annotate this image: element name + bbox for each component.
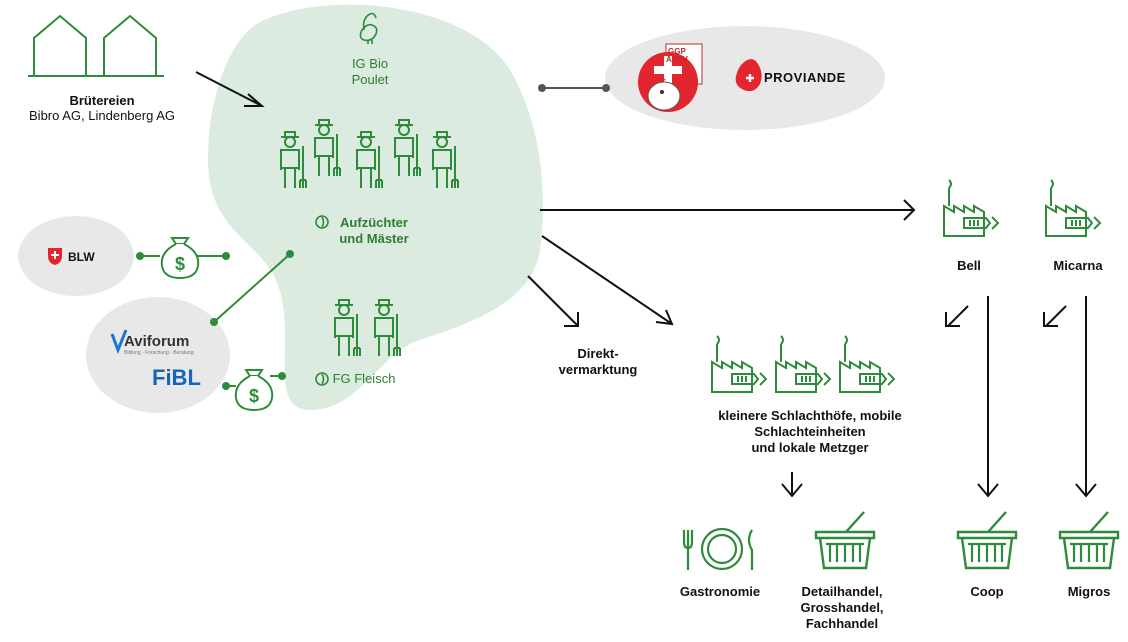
factory-icon-micarna bbox=[1045, 179, 1101, 237]
gastronomy-label: Gastronomie bbox=[679, 584, 761, 599]
arrow-to-direct bbox=[527, 275, 579, 327]
arrow-bell-down-left bbox=[945, 305, 969, 327]
fibl-label: FiBL bbox=[152, 365, 201, 390]
cutlery-plate-icon bbox=[682, 527, 754, 571]
swiss-shield-icon bbox=[48, 248, 62, 265]
factory-icon-small-3 bbox=[839, 335, 895, 393]
migros-label: Migros bbox=[1067, 584, 1111, 599]
blw-bubble bbox=[18, 216, 134, 296]
arrow-to-slaughter bbox=[540, 199, 916, 221]
connector-aviforum bbox=[213, 253, 291, 323]
chicken-icon bbox=[359, 12, 378, 44]
hatcheries-companies: Bibro AG, Lindenberg AG bbox=[29, 108, 175, 123]
ggp-aspv-logo bbox=[638, 43, 703, 112]
hatcheries-title: Brütereien bbox=[69, 93, 135, 108]
proviande-label: PROVIANDE bbox=[764, 70, 846, 85]
arrow-small-to-retail bbox=[781, 472, 803, 498]
arrow-micarna-down-left bbox=[1043, 305, 1067, 327]
producer-blob bbox=[208, 4, 543, 410]
blw-label: BLW bbox=[68, 250, 95, 264]
micarna-label: Micarna bbox=[1053, 258, 1103, 273]
money-bag-icon-fibl bbox=[234, 369, 274, 411]
retail-label: Detailhandel,Grosshandel,Fachhandel bbox=[800, 584, 884, 631]
research-bubble bbox=[86, 297, 230, 413]
aviforum-logo-mark bbox=[110, 329, 128, 355]
basket-icon-coop bbox=[956, 510, 1018, 570]
factory-icon-bell bbox=[943, 179, 999, 237]
coop-label: Coop bbox=[970, 584, 1004, 599]
arrow-micarna-to-migros bbox=[1075, 296, 1097, 498]
organic-badge-icon bbox=[315, 215, 329, 386]
arrow-to-small bbox=[541, 235, 674, 326]
factory-icon-small-2 bbox=[775, 335, 831, 393]
aviforum-tagline: Bildung · Forschung · Beratung bbox=[124, 350, 194, 356]
direct-marketing-label: Direkt-vermarktung bbox=[558, 346, 638, 377]
money-bag-icon-blw bbox=[160, 237, 200, 279]
basket-icon-migros bbox=[1058, 510, 1120, 570]
bell-label: Bell bbox=[957, 258, 981, 273]
basket-icon-detail bbox=[814, 510, 876, 570]
proviande-logo-mark bbox=[735, 59, 762, 92]
aviforum-label: Aviforum bbox=[124, 333, 190, 350]
factory-icon-small-1 bbox=[711, 335, 767, 393]
hatchery-icon bbox=[28, 14, 164, 77]
fg-fleisch-label: FG Fleisch bbox=[332, 371, 396, 386]
arrow-hatch-to-blob bbox=[195, 71, 265, 107]
arrow-bell-to-coop bbox=[977, 296, 999, 498]
